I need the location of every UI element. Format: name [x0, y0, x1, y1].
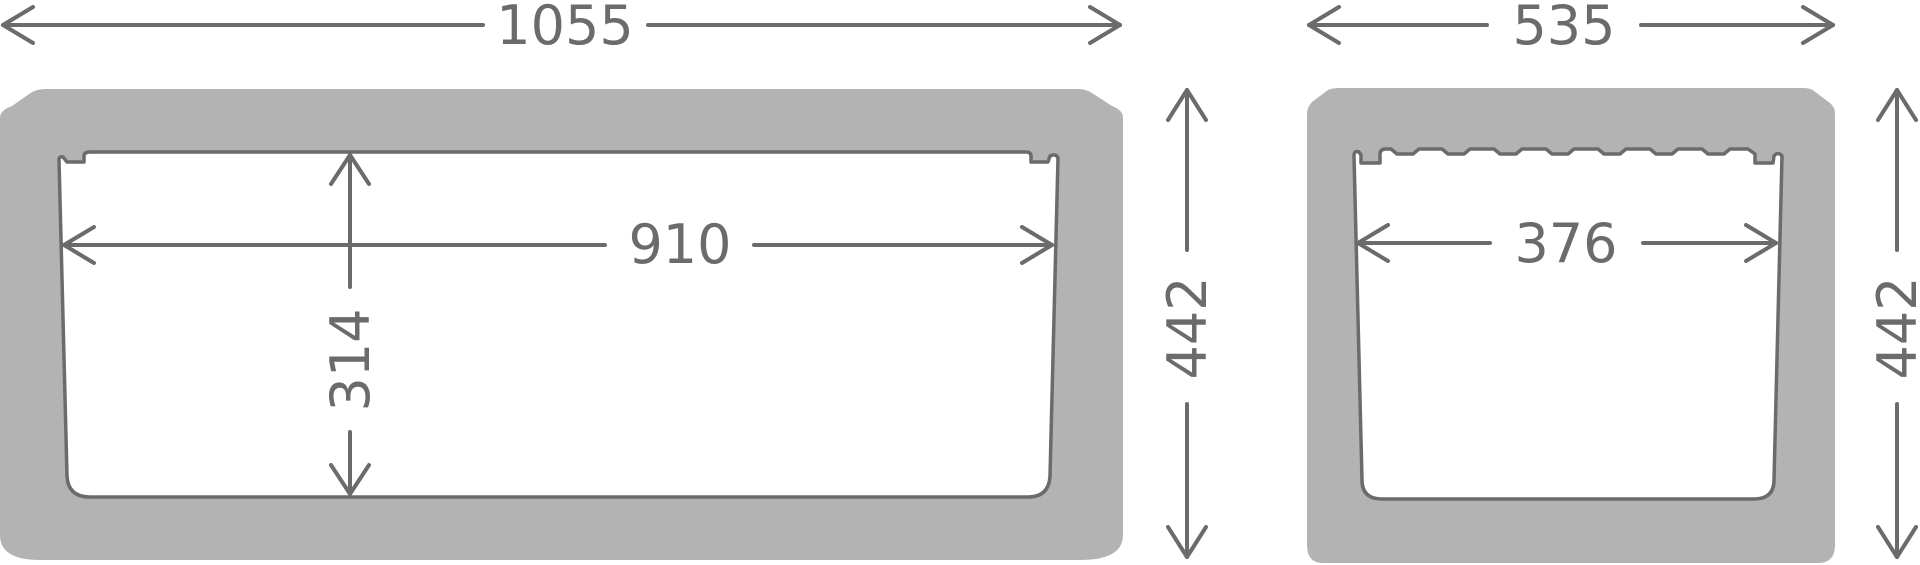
side-overall-height-dimension: 442: [1866, 88, 1920, 559]
side-inner-width-dimension: 376: [1356, 212, 1778, 275]
arrow-up-icon: [329, 153, 371, 186]
front-overall-width-label: 1055: [496, 0, 633, 57]
side-overall-width-label: 535: [1512, 0, 1615, 57]
arrow-left-icon: [1356, 223, 1390, 263]
side-planter-cavity: [1352, 147, 1784, 501]
arrow-left-icon: [62, 225, 96, 265]
arrow-up-icon: [1876, 88, 1918, 122]
arrow-right-icon: [1744, 223, 1778, 263]
arrow-up-icon: [1166, 88, 1208, 122]
side-inner-width-label: 376: [1514, 212, 1617, 275]
front-inner-depth-label: 314: [319, 308, 382, 411]
arrow-right-icon: [1801, 5, 1835, 45]
side-view: 535 376 442: [1307, 0, 1920, 563]
front-overall-height-label: 442: [1156, 276, 1219, 379]
arrow-down-icon: [1876, 525, 1918, 559]
front-inner-width-dimension: 910: [62, 213, 1054, 276]
arrow-left-icon: [1307, 5, 1341, 45]
front-inner-width-label: 910: [628, 213, 731, 276]
front-planter-cavity: [57, 150, 1060, 499]
front-overall-height-dimension: 442: [1156, 88, 1219, 559]
front-view: 1055 910 314 442: [0, 0, 1219, 560]
arrow-right-icon: [1088, 5, 1122, 45]
side-overall-height-label: 442: [1866, 276, 1920, 379]
arrow-down-icon: [329, 463, 371, 496]
arrow-down-icon: [1166, 525, 1208, 559]
front-overall-width-dimension: 1055: [1, 0, 1122, 57]
front-inner-depth-dimension: 314: [319, 153, 382, 496]
side-overall-width-dimension: 535: [1307, 0, 1835, 57]
arrow-left-icon: [1, 5, 35, 45]
arrow-right-icon: [1020, 225, 1054, 265]
